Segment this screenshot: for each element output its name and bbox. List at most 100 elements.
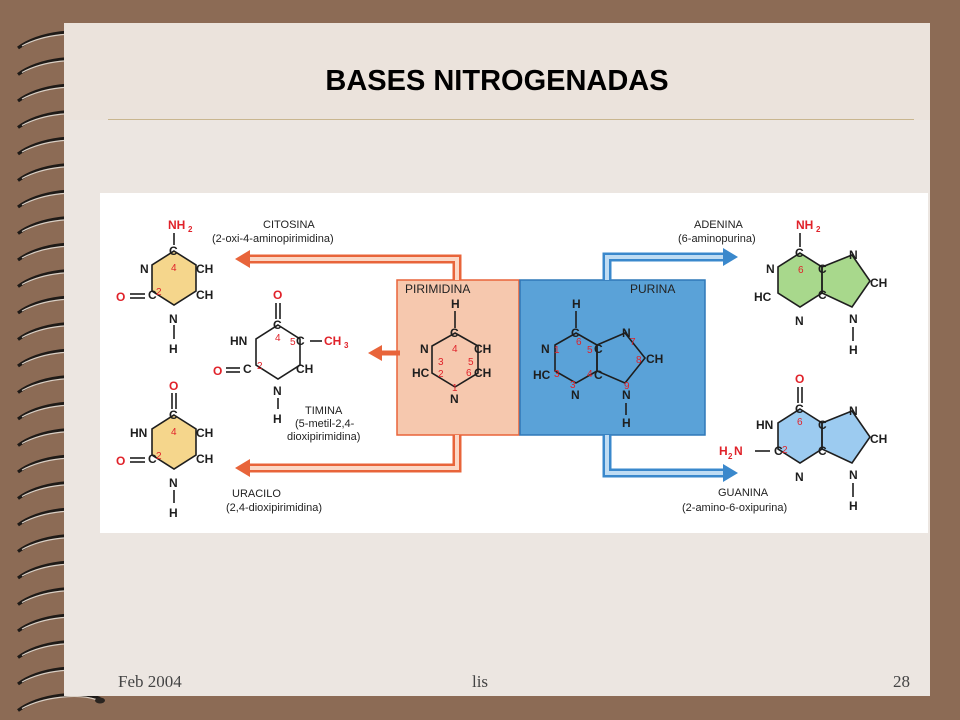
cytosine-structure: NH 2 C CH CH N H N C O 4 2 CITOSINA (2-o… <box>116 218 334 356</box>
svg-text:N: N <box>795 470 804 484</box>
thymine-structure: O C C CH 3 CH N H HN C O 4 5 2 TIMINA (5… <box>213 288 360 443</box>
svg-text:5: 5 <box>290 337 296 348</box>
slide-title: BASES NITROGENADAS <box>325 65 669 97</box>
nitrogenous-bases-figure: .t { font-family:"Liberation Sans", sans… <box>100 193 928 533</box>
svg-text:C: C <box>571 326 580 340</box>
svg-text:9: 9 <box>624 381 630 392</box>
svg-text:6: 6 <box>466 368 472 379</box>
svg-text:CH: CH <box>646 352 663 366</box>
binding-hole <box>95 697 105 704</box>
svg-text:C: C <box>818 418 827 432</box>
uracil-desc: (2,4-dioxipirimidina) <box>226 502 322 514</box>
svg-text:C: C <box>169 408 178 422</box>
thymine-desc-1: (5-metil-2,4- <box>295 418 355 430</box>
svg-text:N: N <box>622 326 631 340</box>
svg-text:C: C <box>818 444 827 458</box>
svg-text:1: 1 <box>554 345 560 356</box>
footer-date: Feb 2004 <box>118 672 182 691</box>
svg-text:N: N <box>795 314 804 328</box>
svg-text:C: C <box>795 402 804 416</box>
pyrimidine-ring: H C CH CH N HC N 3 4 5 6 1 2 <box>412 297 491 406</box>
svg-text:4: 4 <box>587 369 593 380</box>
svg-text:C: C <box>818 262 827 276</box>
svg-text:CH: CH <box>196 288 213 302</box>
cytosine-desc: (2-oxi-4-aminopirimidina) <box>212 233 334 245</box>
svg-text:2: 2 <box>816 225 821 234</box>
svg-text:N: N <box>420 342 429 356</box>
svg-text:4: 4 <box>275 333 281 344</box>
title-divider <box>108 119 914 120</box>
svg-text:4: 4 <box>171 263 177 274</box>
arrow-to-cytosine <box>235 250 462 280</box>
svg-text:8: 8 <box>636 355 642 366</box>
svg-text:7: 7 <box>630 337 636 348</box>
footer-author: lis <box>471 672 489 691</box>
svg-text:N: N <box>766 262 775 276</box>
title-band <box>64 23 930 120</box>
svg-text:N: N <box>273 384 282 398</box>
svg-text:H: H <box>169 506 178 520</box>
svg-text:N: N <box>140 262 149 276</box>
svg-text:H: H <box>622 416 631 430</box>
svg-text:C: C <box>594 368 603 382</box>
arrow-to-guanine <box>602 435 738 482</box>
svg-text:2: 2 <box>156 287 162 298</box>
svg-text:2: 2 <box>156 451 162 462</box>
guanine-structure: O C HN C H 2 N N C C N CH N H 6 2 GUANIN… <box>682 372 887 514</box>
svg-text:4: 4 <box>452 344 458 355</box>
svg-text:5: 5 <box>468 357 474 368</box>
svg-text:CH: CH <box>196 262 213 276</box>
svg-text:O: O <box>116 290 125 304</box>
svg-text:N: N <box>169 476 178 490</box>
svg-text:2: 2 <box>438 369 444 380</box>
pyrimidine-box <box>396 279 520 436</box>
svg-text:H: H <box>849 499 858 513</box>
svg-text:HC: HC <box>412 366 430 380</box>
svg-text:C: C <box>296 334 305 348</box>
svg-text:3: 3 <box>570 380 576 391</box>
adenine-structure: NH 2 C N HC N C C N CH N H 6 ADENINA (6-… <box>678 218 887 357</box>
svg-text:O: O <box>795 372 804 386</box>
svg-text:CH: CH <box>296 362 313 376</box>
svg-text:C: C <box>169 244 178 258</box>
svg-text:H: H <box>572 297 581 311</box>
arrow-to-thymine <box>368 345 400 361</box>
purine-box <box>519 279 706 436</box>
svg-text:N: N <box>571 388 580 402</box>
svg-text:N: N <box>541 342 550 356</box>
svg-text:CH: CH <box>870 276 887 290</box>
svg-text:2: 2 <box>782 445 788 456</box>
svg-text:CH: CH <box>324 334 341 348</box>
svg-text:H: H <box>849 343 858 357</box>
purine-ring: H C N HC N C C N CH N H 1 3 3 6 5 4 7 8 … <box>533 297 663 430</box>
svg-text:N: N <box>849 404 858 418</box>
svg-text:CH: CH <box>474 366 491 380</box>
arrow-to-uracil <box>235 435 462 477</box>
svg-text:5: 5 <box>587 345 593 356</box>
binding-ring <box>17 692 101 712</box>
svg-text:H: H <box>451 297 460 311</box>
svg-text:O: O <box>273 288 282 302</box>
svg-text:N: N <box>169 312 178 326</box>
arrow-to-adenine <box>602 248 738 280</box>
guanine-name: GUANINA <box>718 487 769 499</box>
svg-text:2: 2 <box>257 361 263 372</box>
svg-text:C: C <box>273 318 282 332</box>
svg-text:H: H <box>169 342 178 356</box>
svg-text:N: N <box>849 312 858 326</box>
purine-label: PURINA <box>630 282 675 296</box>
svg-text:CH: CH <box>196 426 213 440</box>
svg-text:H: H <box>273 412 282 426</box>
pyrimidine-label: PIRIMIDINA <box>405 282 470 296</box>
svg-text:3: 3 <box>554 369 560 380</box>
svg-text:C: C <box>148 452 157 466</box>
svg-text:1: 1 <box>452 383 458 394</box>
svg-text:H: H <box>719 444 728 458</box>
svg-text:N: N <box>622 388 631 402</box>
svg-text:4: 4 <box>171 427 177 438</box>
svg-text:HC: HC <box>754 290 772 304</box>
svg-text:3: 3 <box>438 357 444 368</box>
svg-text:O: O <box>213 364 222 378</box>
svg-text:HC: HC <box>533 368 551 382</box>
svg-text:NH: NH <box>168 218 185 232</box>
